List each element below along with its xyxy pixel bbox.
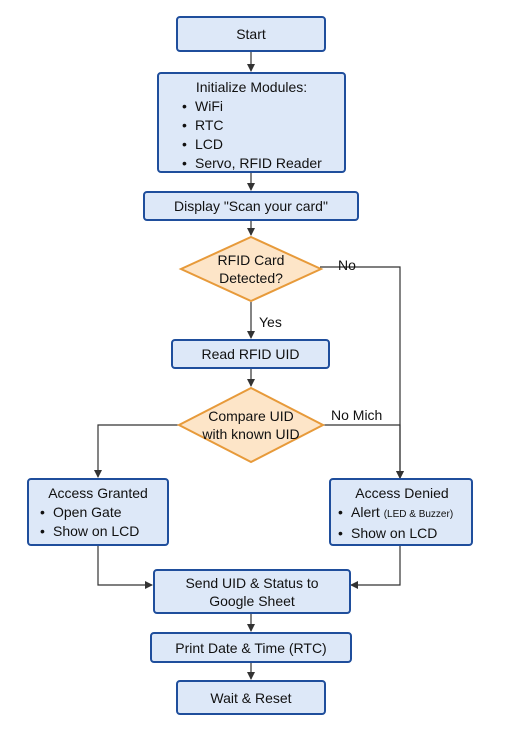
display-scan-label: Display "Scan your card": [174, 198, 328, 214]
send-to-sheet-label: Send UID & Status to Google Sheet: [185, 574, 319, 609]
denied-show-lcd-item: Show on LCD: [338, 524, 467, 543]
rfid-decision-diamond: [178, 235, 324, 303]
edge-compare-nomatch: [322, 424, 404, 479]
alert-detail: (LED & Buzzer): [383, 509, 454, 520]
edge-compare-granted: [94, 424, 178, 478]
module-servo-rfid: Servo, RFID Reader: [182, 154, 338, 173]
edge-granted-send: [97, 546, 153, 589]
granted-show-lcd-item: Show on LCD: [40, 522, 161, 541]
module-rtc: RTC: [182, 116, 338, 135]
start-label: Start: [236, 26, 266, 42]
initialize-modules-title: Initialize Modules:: [195, 79, 308, 95]
access-granted-title: Access Granted: [48, 485, 148, 501]
print-date-time-node: Print Date & Time (RTC): [150, 632, 352, 663]
rfid-decision-label: RFID Card Detected?: [217, 252, 285, 286]
wait-reset-node: Wait & Reset: [176, 680, 326, 715]
wait-reset-label: Wait & Reset: [210, 689, 292, 706]
yes-edge-label: Yes: [259, 314, 282, 330]
access-denied-title: Access Denied: [355, 485, 449, 501]
alert-label: Alert: [351, 504, 380, 520]
alert-item: Alert (LED & Buzzer): [338, 503, 467, 524]
module-wifi: WiFi: [182, 97, 338, 116]
compare-decision-diamond: [176, 386, 326, 464]
initialize-modules-node: Initialize Modules: WiFi RTC LCD Servo, …: [157, 72, 346, 173]
edge-rfid-no: [320, 266, 404, 479]
print-date-time-label: Print Date & Time (RTC): [175, 639, 327, 656]
send-to-sheet-node: Send UID & Status to Google Sheet: [153, 569, 351, 614]
access-granted-node: Access Granted Open Gate Show on LCD: [27, 478, 169, 546]
display-scan-node: Display "Scan your card": [143, 191, 359, 221]
compare-decision-label: Compare UID with known UID: [202, 408, 300, 442]
start-node: Start: [176, 16, 326, 52]
read-uid-label: Read RFID UID: [201, 346, 300, 362]
module-lcd: LCD: [182, 135, 338, 154]
no-edge-label: No: [338, 257, 356, 273]
open-gate-item: Open Gate: [40, 503, 161, 522]
access-denied-node: Access Denied Alert (LED & Buzzer) Show …: [329, 478, 473, 546]
read-uid-node: Read RFID UID: [171, 339, 330, 369]
edge-denied-send: [350, 546, 401, 589]
no-match-edge-label: No Mich: [331, 407, 383, 423]
